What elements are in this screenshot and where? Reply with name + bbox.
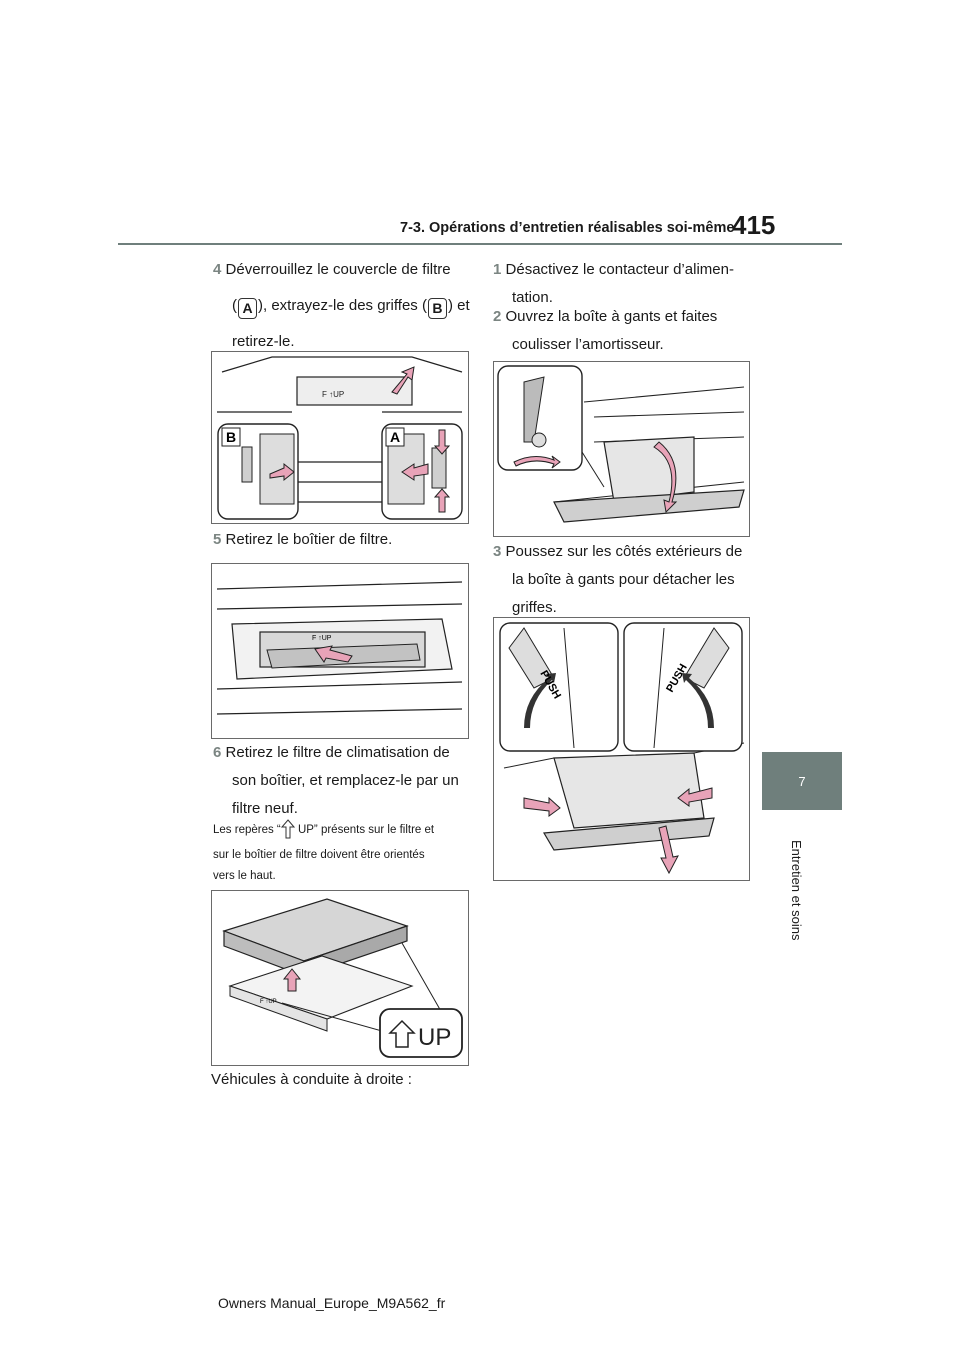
note: Les repères “ UP” présents sur le filtre… [213, 818, 473, 884]
step-text-line3: retirez-le. [232, 333, 295, 350]
step-1: 1 Désactivez le contacteur d’alimen- tat… [493, 256, 753, 312]
step-text-mid: ), extrayez-le des griffes ( [258, 297, 427, 314]
push-arrow-left-icon [677, 787, 713, 807]
footer-text: Owners Manual_Europe_M9A562_fr [218, 1295, 446, 1311]
figure-filter-cover: F ↑UP B A [211, 351, 469, 524]
step-number: 4 [213, 261, 222, 278]
step-number: 6 [213, 744, 222, 761]
push-arrow-right-icon [523, 796, 561, 817]
step-text-line3: griffes. [512, 599, 557, 616]
up-arrow-icon [388, 1019, 416, 1048]
arrow-left-icon [314, 645, 353, 663]
arrow-right-icon [269, 462, 295, 482]
arrow-left-icon [401, 463, 429, 481]
note-line2: sur le boîtier de filtre doivent être or… [213, 849, 425, 861]
up-arrow-icon [280, 819, 295, 839]
step-text: Retirez le boîtier de filtre. [225, 531, 393, 548]
step-text-line1: Ouvrez la boîte à gants et faites [505, 308, 718, 325]
chapter-tab[interactable]: 7 [762, 752, 842, 810]
filter-marking: F ↑UP [312, 635, 332, 642]
curved-arrow-icon [682, 673, 714, 728]
curved-arrow-icon [524, 673, 556, 728]
arrow-up-icon [282, 968, 302, 992]
figure-glovebox-push: PUSH PUSH [493, 617, 750, 881]
paren-open: ( [232, 297, 237, 314]
step-text-line3: filtre neuf. [232, 800, 298, 817]
step-number: 3 [493, 543, 502, 560]
arrow-up-icon [433, 488, 451, 513]
arrow-down-icon [658, 825, 679, 875]
chapter-title: Entretien et soins [789, 840, 804, 941]
step-4: 4 Déverrouillez le couvercle de filtre (… [213, 256, 473, 356]
label-a: A [390, 429, 400, 445]
step-text-line1: Désactivez le contacteur d’alimen- [505, 261, 734, 278]
step-text-post: ) et [447, 297, 470, 314]
caption: Véhicules à conduite à droite : [211, 1071, 412, 1088]
step-3: 3 Poussez sur les côtés extérieurs de la… [493, 538, 753, 622]
step-2: 2 Ouvrez la boîte à gants et faites coul… [493, 303, 753, 359]
note-text: UP” présents sur le filtre et [294, 824, 435, 836]
figure-filter-case: F ↑UP [211, 563, 469, 739]
inset-b: B [217, 423, 299, 520]
step-text-line1: Déverrouillez le couvercle de filtre [225, 261, 451, 278]
chapter-label: Entretien et soins [786, 840, 806, 940]
arrow-down-icon [433, 429, 451, 455]
filter-marking: F ↑UP [322, 390, 344, 399]
badge-a: A [238, 298, 257, 319]
header-rule [118, 243, 842, 245]
arrow-up-icon [391, 366, 415, 395]
inset-a: A [381, 423, 463, 520]
figure-new-filter: F ↑UP UP [211, 890, 469, 1066]
step-text-line2: tation. [512, 289, 553, 306]
up-callout: UP [418, 1024, 451, 1051]
note-line1: Les repères “ UP” présents sur le filtre… [213, 818, 473, 843]
chapter-number: 7 [798, 773, 806, 789]
note-line3: vers le haut. [213, 870, 276, 882]
step-number: 1 [493, 261, 502, 278]
badge-b: B [427, 298, 447, 319]
step-text-line1: Poussez sur les côtés extérieurs de [505, 543, 743, 560]
step-text-line2: coulisser l’amortisseur. [512, 336, 664, 353]
arrow-slide-icon [513, 455, 561, 469]
arrow-down-icon [653, 441, 678, 514]
step-text-line1: Retirez le filtre de climatisation de [225, 744, 450, 761]
case-marking: F ↑UP [260, 999, 277, 1005]
step-number: 2 [493, 308, 502, 325]
step-6: 6 Retirez le filtre de climatisation de … [213, 739, 473, 823]
step-text-line2: son boîtier, et remplacez-le par un [232, 772, 459, 789]
step-text-line2: la boîte à gants pour détacher les [512, 571, 735, 588]
step-text-line2: (A), extrayez-le des griffes (B) et [213, 292, 473, 320]
step-number: 5 [213, 531, 222, 548]
step-5: 5 Retirez le boîtier de filtre. [213, 526, 473, 554]
figure-glovebox-open [493, 361, 750, 537]
note-text: Les repères “ [213, 824, 281, 836]
page-number: 415 [732, 210, 776, 240]
label-b: B [226, 429, 236, 445]
section-title: 7-3. Opérations d’entretien réalisables … [400, 220, 735, 236]
